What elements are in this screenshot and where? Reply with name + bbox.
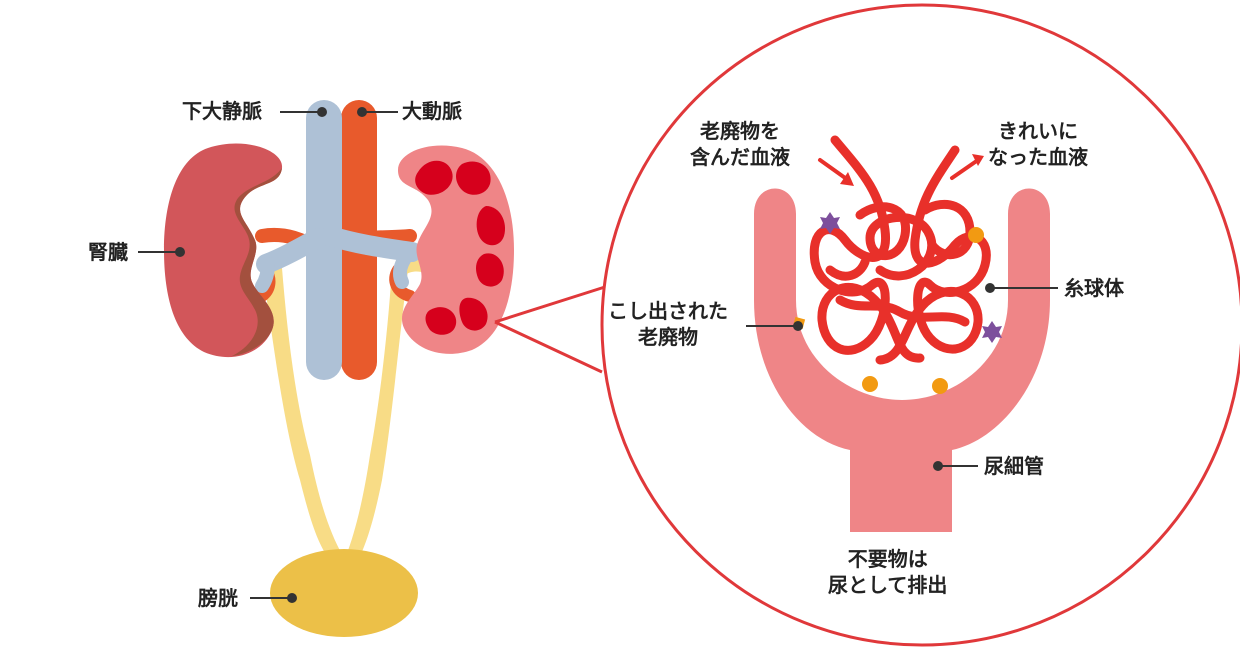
urinary-system: [164, 100, 514, 637]
leader-lines: [138, 111, 1058, 599]
label-blood-in: 老廃物を 含んだ血液: [690, 118, 790, 170]
label-bladder: 膀胱: [198, 586, 238, 610]
label-vena-cava: 下大静脈: [182, 99, 262, 123]
medulla-3: [476, 206, 506, 246]
outflow-arrow-head: [972, 154, 984, 166]
left-ureter: [262, 268, 343, 560]
label-blood-out-line2: なった血液: [988, 145, 1088, 169]
label-blood-out: きれいに なった血液: [988, 118, 1088, 170]
label-excretion-line2: 尿として排出: [828, 573, 948, 597]
medulla-4: [476, 253, 504, 287]
waste-orange-2: [862, 376, 878, 392]
label-blood-in-line2: 含んだ血液: [690, 145, 790, 169]
outflow-arrow: [950, 158, 980, 180]
leader-dots: [175, 107, 995, 603]
renal-vein-right-lower: [393, 247, 415, 289]
label-tubule: 尿細管: [984, 454, 1044, 478]
medulla-2: [456, 161, 491, 195]
bowman-capsule: [754, 188, 1050, 532]
label-filtered-waste-line2: 老廃物: [638, 325, 698, 349]
label-aorta: 大動脈: [402, 99, 462, 123]
renal-vein-left-lower: [255, 257, 275, 293]
waste-orange-3: [932, 378, 948, 394]
label-filtered-waste: こし出された 老廃物: [608, 298, 728, 350]
callout-wedge: [494, 284, 609, 374]
label-filtered-waste-line1: こし出された: [608, 299, 728, 323]
waste-purple-1: [820, 212, 840, 234]
label-blood-out-line1: きれいに: [998, 119, 1078, 143]
inflow-arrow-head: [840, 172, 854, 186]
right-kidney: [398, 145, 514, 354]
label-kidney: 腎臓: [88, 240, 128, 264]
right-ureter: [346, 268, 408, 560]
waste-orange-1: [968, 227, 984, 243]
label-blood-in-line1: 老廃物を: [700, 119, 780, 143]
inflow-arrow: [818, 158, 850, 182]
label-excretion: 不要物は 尿として排出: [828, 546, 947, 598]
medulla-6: [425, 307, 457, 335]
medulla-5: [459, 297, 488, 331]
glomerulus: [809, 135, 991, 365]
label-excretion-line1: 不要物は: [847, 547, 928, 571]
left-kidney-shade: [232, 168, 282, 356]
waste-purple-2: [982, 321, 1002, 343]
nephron-detail: [754, 135, 1050, 532]
bladder: [270, 549, 418, 637]
label-glomerulus: 糸球体: [1064, 276, 1124, 300]
medulla-1: [415, 160, 453, 195]
